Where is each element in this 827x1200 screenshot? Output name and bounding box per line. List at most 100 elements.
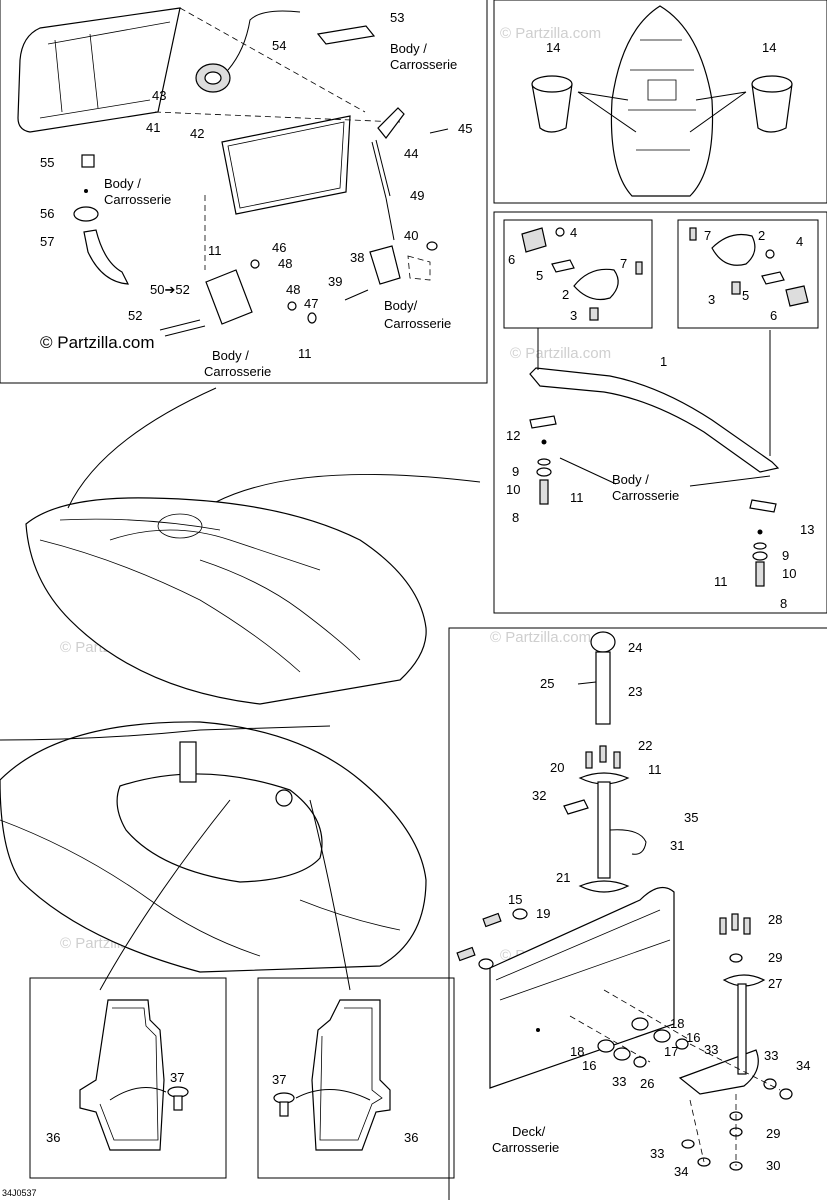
boat-topview xyxy=(610,5,714,197)
callout-37: 37 xyxy=(170,1070,184,1085)
callout-49: 49 xyxy=(410,188,424,203)
callout-56: 56 xyxy=(40,206,54,221)
grab-handle xyxy=(529,367,780,473)
grab-handle-assembly xyxy=(503,219,819,587)
callout-14: 14 xyxy=(762,40,776,55)
cup-holder-assembly xyxy=(531,5,793,197)
callout-47: 47 xyxy=(304,296,318,311)
callout-8: 8 xyxy=(780,596,787,611)
callout-35: 35 xyxy=(684,810,698,825)
bracket-part xyxy=(369,245,401,285)
inset-right xyxy=(273,999,391,1151)
callout-5: 5 xyxy=(742,288,749,303)
carrosserie-label: Carrosserie xyxy=(204,364,271,379)
deck-label: Deck/ xyxy=(512,1124,546,1139)
callout-2: 2 xyxy=(562,287,569,302)
callout-41: 41 xyxy=(146,120,160,135)
body-label: Body / xyxy=(612,472,649,487)
callout-55: 55 xyxy=(40,155,54,170)
callout-33: 33 xyxy=(704,1042,718,1057)
strut-part xyxy=(371,139,391,199)
callouts-bottom-left: 37 36 37 36 xyxy=(46,1070,418,1145)
pedestal-assembly xyxy=(456,631,793,1171)
flange-upper xyxy=(578,772,630,785)
callouts-bottom-right: 24 25 23 22 20 11 32 35 31 21 15 19 28 2… xyxy=(492,640,810,1179)
callout-17: 17 xyxy=(664,1044,678,1059)
callout-7: 7 xyxy=(704,228,711,243)
callout-30: 30 xyxy=(766,1158,780,1173)
copyright-text: © Partzilla.com xyxy=(40,333,155,352)
callout-29: 29 xyxy=(768,950,782,965)
watermark: © Partzilla.com xyxy=(490,629,591,646)
callouts-top-left: 53 54 Body / Carrosserie 43 41 42 45 44 … xyxy=(40,10,472,379)
knob-part xyxy=(590,631,616,653)
callout-26: 26 xyxy=(640,1076,654,1091)
callout-36: 36 xyxy=(404,1130,418,1145)
callout-48: 48 xyxy=(286,282,300,297)
hinge-part xyxy=(377,107,405,139)
callout-32: 32 xyxy=(532,788,546,803)
callout-31: 31 xyxy=(670,838,684,853)
callouts-middle-right: 4 6 7 5 2 3 7 2 4 5 3 6 1 12 9 Body / 10… xyxy=(506,225,814,611)
callout-1: 1 xyxy=(660,354,667,369)
boat-deck-view xyxy=(0,721,427,991)
callouts-top-right: 14 14 xyxy=(546,40,776,55)
storage-lid-assembly xyxy=(17,7,449,337)
callout-40: 40 xyxy=(404,228,418,243)
callout-4: 4 xyxy=(796,234,803,249)
callout-33: 33 xyxy=(612,1074,626,1089)
callout-44: 44 xyxy=(404,146,418,161)
callout-34: 34 xyxy=(796,1058,810,1073)
body-label: Body/ xyxy=(384,298,418,313)
callout-9: 9 xyxy=(512,464,519,479)
callout-43: 43 xyxy=(152,88,166,103)
carrosserie-label: Carrosserie xyxy=(612,488,679,503)
callout-6: 6 xyxy=(770,308,777,323)
callout-28: 28 xyxy=(768,912,782,927)
callout-52: 52 xyxy=(128,308,142,323)
callout-33: 33 xyxy=(650,1146,664,1161)
callout-8: 8 xyxy=(512,510,519,525)
callout-38: 38 xyxy=(350,250,364,265)
callout-27: 27 xyxy=(768,976,782,991)
callout-48: 48 xyxy=(278,256,292,271)
callout-34: 34 xyxy=(674,1164,688,1179)
carrosserie-label: Carrosserie xyxy=(104,192,171,207)
body-label: Body / xyxy=(104,176,141,191)
callout-14: 14 xyxy=(546,40,560,55)
hose-part xyxy=(83,229,130,285)
deck-plate xyxy=(489,886,675,1089)
callout-24: 24 xyxy=(628,640,642,655)
drawing-code: 34J0537 xyxy=(2,1188,37,1198)
watermark: © Partzilla.com xyxy=(510,345,611,362)
body-label: Body / xyxy=(212,348,249,363)
callout-10: 10 xyxy=(506,482,520,497)
carrosserie-label: Carrosserie xyxy=(384,316,451,331)
callout-57: 57 xyxy=(40,234,54,249)
callout-11: 11 xyxy=(570,490,584,505)
body-label: Body / xyxy=(390,41,427,56)
callout-3: 3 xyxy=(708,292,715,307)
callout-4: 4 xyxy=(570,225,577,240)
callout-11: 11 xyxy=(298,346,312,361)
callout-42: 42 xyxy=(190,126,204,141)
callout-6: 6 xyxy=(508,252,515,267)
hinge-plate xyxy=(205,269,253,325)
callout-45: 45 xyxy=(458,121,472,136)
arrow-50-52: 50➔52 xyxy=(150,282,190,297)
lid-shape xyxy=(17,7,181,133)
callout-2: 2 xyxy=(758,228,765,243)
clamp-part xyxy=(73,206,99,222)
callout-36: 36 xyxy=(46,1130,60,1145)
callout-29: 29 xyxy=(766,1126,780,1141)
callout-54: 54 xyxy=(272,38,286,53)
callout-7: 7 xyxy=(620,256,627,271)
boat-overview xyxy=(25,387,481,705)
callout-21: 21 xyxy=(556,870,570,885)
carrosserie-label: Carrosserie xyxy=(390,57,457,72)
deck-carrosserie-label: Carrosserie xyxy=(492,1140,559,1155)
callout-16: 16 xyxy=(686,1030,700,1045)
callout-10: 10 xyxy=(782,566,796,581)
flange-lower xyxy=(578,880,630,893)
